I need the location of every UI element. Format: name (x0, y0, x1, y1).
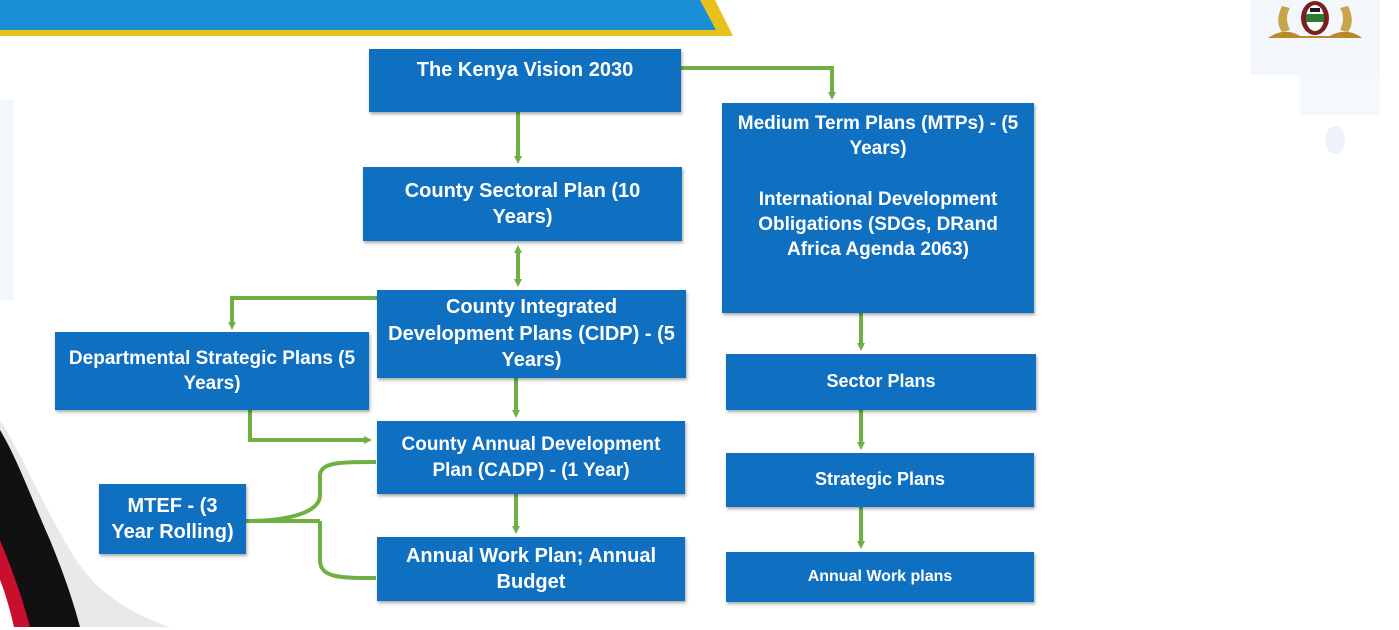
mtp-title: Medium Term Plans (MTPs) - (5 Years) (737, 113, 1019, 160)
edge-departmental-to-cadp (248, 410, 372, 444)
node-annual-work-plan: Annual Work Plan; Annual Budget (377, 537, 685, 601)
node-departmental: Departmental Strategic Plans (5 Years) (55, 332, 369, 410)
edge-cidp-to-departmental (228, 296, 377, 330)
node-cidp: County Integrated Development Plans (CID… (377, 290, 686, 378)
header-banner (0, 0, 733, 36)
node-vision: The Kenya Vision 2030 (369, 49, 681, 112)
node-strategic-plans: Strategic Plans (726, 453, 1034, 507)
edge-vision-to-mtp (681, 66, 836, 100)
node-cadp: County Annual Development Plan (CADP) - … (377, 421, 685, 494)
node-mtef: MTEF - (3 Year Rolling) (99, 484, 246, 554)
kenya-coat-of-arms-icon (1268, 1, 1362, 38)
kenya-flag-ribbon (0, 420, 170, 627)
node-annual-work-plans: Annual Work plans (726, 552, 1034, 602)
node-sectoral-plan: County Sectoral Plan (10 Years) (363, 167, 682, 241)
node-mtp: Medium Term Plans (MTPs) - (5 Years) Int… (722, 103, 1034, 313)
edge-mtef-brace (245, 460, 377, 580)
mtp-obligations: International Development Obligations (S… (758, 189, 998, 261)
node-sector-plans: Sector Plans (726, 354, 1036, 410)
